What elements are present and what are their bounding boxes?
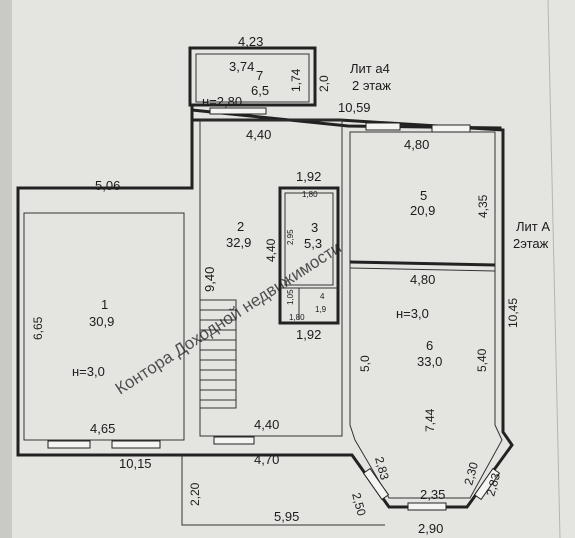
room-7-outline xyxy=(188,46,317,107)
height-2-80: н=2,80 xyxy=(202,94,242,109)
dim-10-59: 10,59 xyxy=(338,100,371,115)
bottom-dim-line xyxy=(181,455,385,526)
wall-5-6 xyxy=(349,260,496,267)
window-room1 xyxy=(47,440,91,449)
dim-2-20: 2,20 xyxy=(188,482,202,506)
window-room2 xyxy=(213,436,255,445)
dim-2-95: 2,95 xyxy=(286,229,295,245)
dim-4-80-top: 4,80 xyxy=(404,137,429,152)
dim-5-95: 5,95 xyxy=(274,509,299,524)
dim-5-0: 5,0 xyxy=(358,355,372,372)
room-1-number: 1 xyxy=(101,297,108,312)
window-room6-l xyxy=(362,467,390,501)
window-room5-b xyxy=(431,124,471,133)
dim-2-35: 2,35 xyxy=(420,487,445,502)
dim-5-40: 5,40 xyxy=(475,348,489,372)
dim-2-50: 2,50 xyxy=(349,491,369,517)
dim-2-30: 2,30 xyxy=(461,460,481,486)
dim-1-80-top: 1,80 xyxy=(302,190,318,199)
dim-6-65: 6,65 xyxy=(31,316,45,340)
room-6-area: 33,0 xyxy=(417,354,442,369)
room-2-number: 2 xyxy=(237,219,244,234)
room-2-outline xyxy=(199,119,343,437)
lit-a-line1: Лит А xyxy=(516,219,550,234)
window-room1-b xyxy=(111,440,161,449)
dim-3-74: 3,74 xyxy=(229,59,254,74)
dim-4-40-bot: 4,40 xyxy=(254,417,279,432)
room-3-area: 5,3 xyxy=(304,236,322,251)
height-3-0-left: н=3,0 xyxy=(72,364,105,379)
lit-a-line2: 2этаж xyxy=(513,236,549,251)
dim-5-06: 5,06 xyxy=(95,178,120,193)
dim-2-90: 2,90 xyxy=(418,521,443,536)
window-room6-r xyxy=(473,467,501,501)
lit-a4-line1: Лит а4 xyxy=(350,61,390,76)
room-6-number: 6 xyxy=(426,338,433,353)
dim-1-92-top: 1,92 xyxy=(296,169,321,184)
room-7-area: 6,5 xyxy=(251,83,269,98)
dim-4-80-mid: 4,80 xyxy=(410,272,435,287)
room-4-area: 1,9 xyxy=(315,305,327,314)
dim-1-05: 1,05 xyxy=(286,289,295,305)
dim-10-45: 10,45 xyxy=(506,298,520,328)
dim-1-80-bot: 1,80 xyxy=(289,313,305,322)
room-3-outline xyxy=(278,186,340,325)
room-1-outline xyxy=(23,212,185,441)
dim-7-44: 7,44 xyxy=(423,408,437,432)
room-3-number: 3 xyxy=(311,220,318,235)
window-room7 xyxy=(209,107,267,115)
dim-2-83-left: 2,83 xyxy=(372,455,392,481)
dim-2-83-right: 2,83 xyxy=(483,471,503,497)
dim-10-15: 10,15 xyxy=(119,456,152,471)
room-5-area: 20,9 xyxy=(410,203,435,218)
dim-4-65: 4,65 xyxy=(90,421,115,436)
height-3-0-right: н=3,0 xyxy=(396,306,429,321)
dim-4-40-top: 4,40 xyxy=(246,127,271,142)
margin-line xyxy=(547,0,561,538)
staircase xyxy=(199,299,237,409)
page-shadow xyxy=(0,0,12,538)
room-2-area: 32,9 xyxy=(226,235,251,250)
room-3-inner xyxy=(284,192,334,286)
room-7-inner xyxy=(195,53,310,103)
wall-6-inner xyxy=(349,267,496,272)
dim-9-40: 9,40 xyxy=(202,267,217,292)
outer-wall-top xyxy=(191,108,502,130)
dim-1-92-bot: 1,92 xyxy=(296,327,321,342)
window-room6-b xyxy=(407,502,447,511)
dim-2-0: 2,0 xyxy=(317,75,331,92)
room-4-number: 4 xyxy=(320,292,325,301)
window-room5-a xyxy=(365,122,401,131)
room-5-number: 5 xyxy=(420,188,427,203)
dim-1-74: 1,74 xyxy=(289,68,303,92)
lit-a4-line2: 2 этаж xyxy=(352,78,391,93)
room-1-area: 30,9 xyxy=(89,314,114,329)
room-7-number: 7 xyxy=(256,68,263,83)
dim-4-70: 4,70 xyxy=(254,452,279,467)
dim-4-40-vert: 4,40 xyxy=(264,238,278,262)
dim-4-35: 4,35 xyxy=(476,194,490,218)
dim-4-23: 4,23 xyxy=(238,34,263,49)
right-block-outline xyxy=(349,131,503,499)
